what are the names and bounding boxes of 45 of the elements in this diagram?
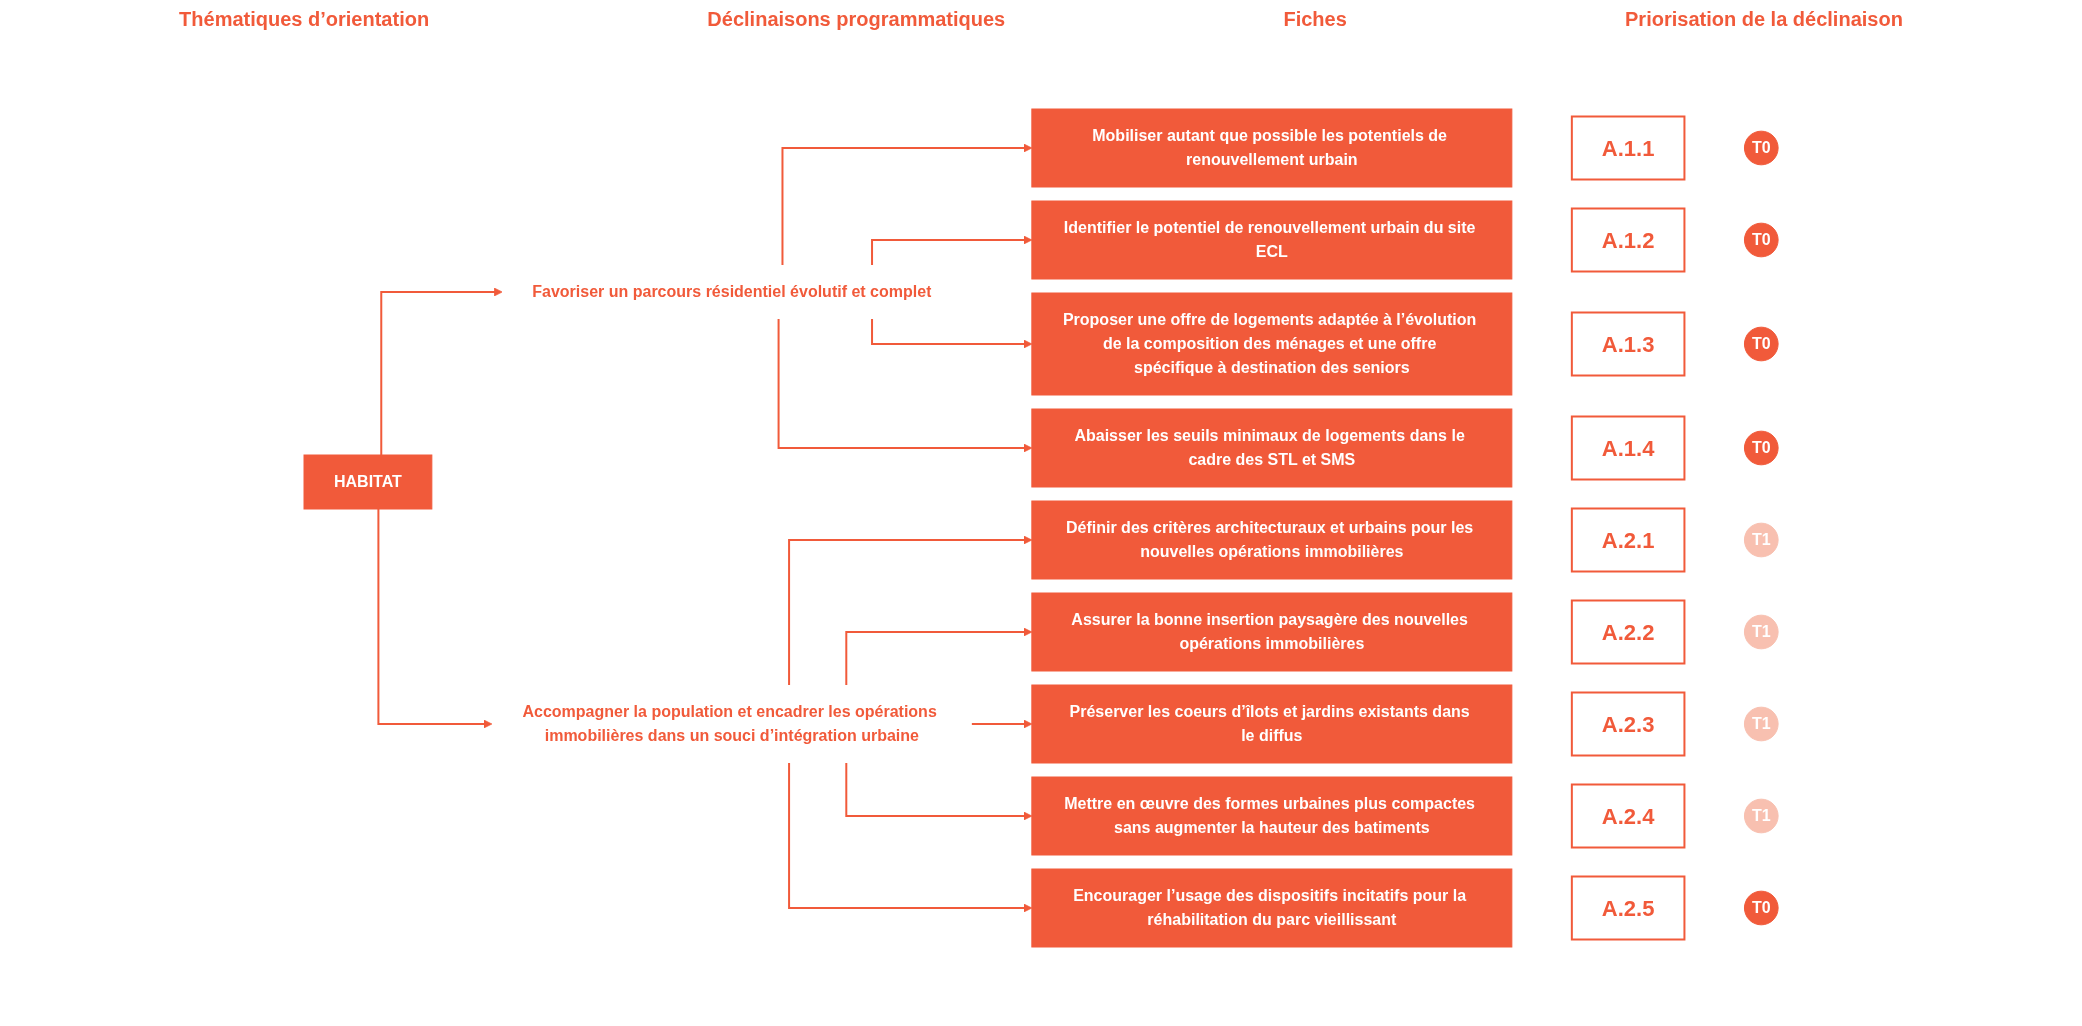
node-box: A.2.3	[1570, 691, 1686, 757]
node-circle: T1	[1743, 522, 1779, 558]
node-box: HABITAT	[303, 454, 433, 510]
arrow	[845, 627, 1033, 686]
node-box: Préserver les coeurs d’îlots et jardins existants dans le diffus	[1031, 684, 1513, 764]
arrow	[788, 762, 1033, 913]
node-text: Accompagner la population et encadrer les opérations immobilières dans un souci d’intégration urbaine	[522, 703, 937, 744]
node-box: Assurer la bonne insertion paysagère des nouvelles opérations immobilières	[1031, 592, 1513, 672]
arrow	[845, 762, 1033, 821]
node-circle: T0	[1743, 222, 1779, 258]
arrow	[788, 535, 1033, 686]
node-circle: T1	[1743, 614, 1779, 650]
node-box: Identifier le potentiel de renouvellement urbain du site ECL	[1031, 200, 1513, 280]
node-box: A.2.1	[1570, 507, 1686, 573]
node-text: Favoriser un parcours résidentiel évolutif et complet	[532, 283, 932, 300]
node-circle: T0	[1743, 890, 1779, 926]
node-box: Encourager l’usage des dispositifs incitatifs pour la réhabilitation du parc vieillissant	[1031, 868, 1513, 948]
column-heading: Fiches	[1283, 8, 1347, 32]
column-heading: Thématiques d’orientation	[179, 8, 430, 32]
arrow	[970, 719, 1033, 729]
node-box: Mobiliser autant que possible les potentiels de renouvellement urbain	[1031, 108, 1513, 188]
node-box: A.1.4	[1570, 415, 1686, 481]
arrow	[377, 508, 493, 729]
node-circle: T0	[1743, 326, 1779, 362]
node-box: A.1.2	[1570, 207, 1686, 273]
node-circle: T1	[1743, 706, 1779, 742]
node-box: A.1.1	[1570, 115, 1686, 181]
arrow	[777, 318, 1033, 453]
node-box: Proposer une offre de logements adaptée à l’évolution de la composition des ménages et une offre spécifique à destination des seniors	[1031, 292, 1513, 396]
node-circle: T0	[1743, 130, 1779, 166]
arrow	[781, 143, 1033, 266]
node-circle: T0	[1743, 430, 1779, 466]
arrow	[870, 235, 1033, 266]
node-box: A.2.2	[1570, 599, 1686, 665]
node-box: Mettre en œuvre des formes urbaines plus compactes sans augmenter la hauteur des batiments	[1031, 776, 1513, 856]
node-box: A.2.4	[1570, 783, 1686, 849]
column-heading: Priorisation de la déclinaison	[1625, 8, 1903, 32]
node-box: Abaisser les seuils minimaux de logements dans le cadre des STL et SMS	[1031, 408, 1513, 488]
column-heading: Déclinaisons programmatiques	[707, 8, 1006, 32]
node-box: A.1.3	[1570, 311, 1686, 377]
node-box: A.2.5	[1570, 875, 1686, 941]
node-circle: T1	[1743, 798, 1779, 834]
node-box: Définir des critères architecturaux et urbains pour les nouvelles opérations immobilières	[1031, 500, 1513, 580]
arrow	[870, 318, 1033, 349]
arrow	[380, 287, 503, 456]
